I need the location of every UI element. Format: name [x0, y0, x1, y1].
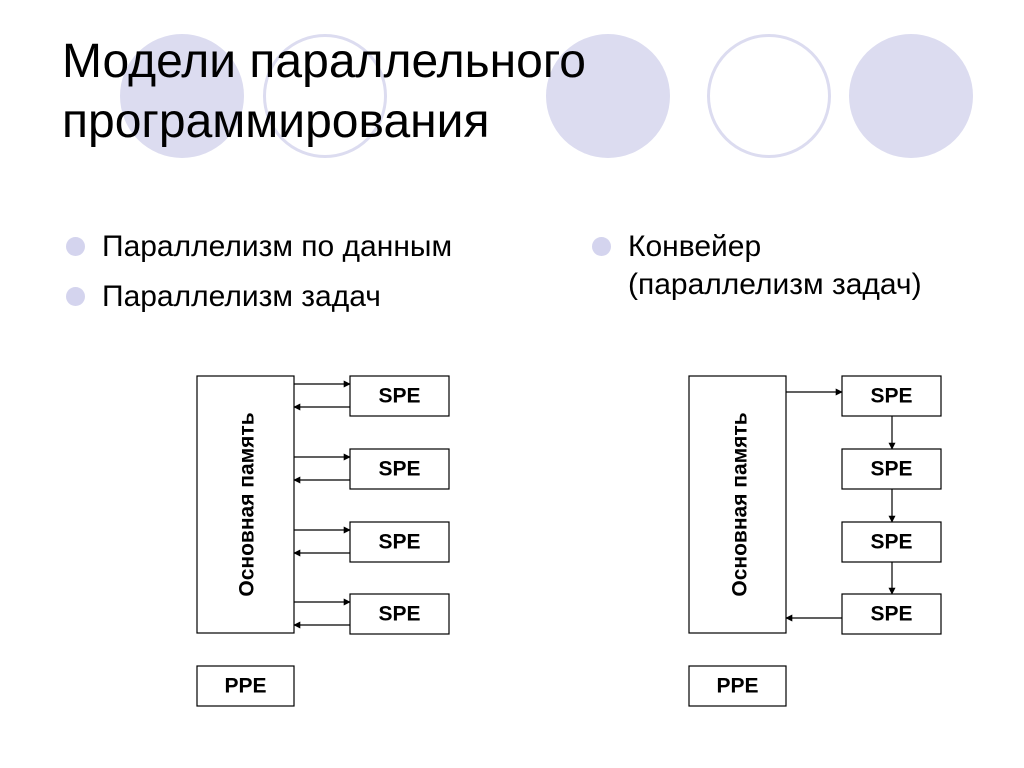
spe-box-1: SPE: [349, 375, 450, 417]
bullet-text: Параллелизм по данным: [102, 230, 453, 263]
bullet-text-line-2: (параллелизм задач): [628, 268, 922, 301]
main-memory-label: Основная память: [729, 412, 752, 596]
decor-circle-2: [263, 34, 387, 158]
pipeline-diagram: Основная память SPE SPE SPE SPE PPE: [688, 375, 942, 707]
spe-label: SPE: [378, 458, 420, 481]
decor-circle-5: [849, 34, 973, 158]
spe-box-2: SPE: [349, 448, 450, 490]
main-memory-label: Основная память: [236, 412, 259, 596]
bullet-text-line-1: Конвейер: [628, 230, 762, 263]
left-bullet-list: Параллелизм по данным Параллелизм задач: [64, 228, 452, 316]
ppe-box: PPE: [688, 665, 787, 707]
spe-label: SPE: [870, 531, 912, 554]
ppe-label: PPE: [224, 675, 266, 698]
bullet-text: Параллелизм задач: [102, 280, 381, 313]
spe-box-2: SPE: [841, 448, 942, 490]
decor-circle-3: [546, 34, 670, 158]
bullet-pipeline: Конвейер (параллелизм задач): [590, 228, 922, 304]
main-memory-box: [688, 375, 787, 634]
decor-circle-1: [120, 34, 244, 158]
title-line-1: Модели параллельного: [62, 35, 586, 88]
slide-title: Модели параллельного программирования: [62, 32, 962, 152]
spe-label: SPE: [378, 531, 420, 554]
spe-label: SPE: [870, 385, 912, 408]
spe-label: SPE: [870, 458, 912, 481]
spe-box-4: SPE: [349, 593, 450, 635]
decor-circle-4: [707, 34, 831, 158]
bullet-dot-icon: [66, 287, 85, 306]
bullet-task-parallelism: Параллелизм задач: [64, 278, 452, 316]
ppe-label: PPE: [716, 675, 758, 698]
ppe-box: PPE: [196, 665, 295, 707]
right-bullet-list: Конвейер (параллелизм задач): [590, 228, 922, 304]
bullet-data-parallelism: Параллелизм по данным: [64, 228, 452, 266]
bullet-dot-icon: [592, 237, 611, 256]
spe-box-3: SPE: [841, 521, 942, 563]
spe-label: SPE: [870, 603, 912, 626]
bullet-dot-icon: [66, 237, 85, 256]
spe-label: SPE: [378, 385, 420, 408]
title-line-2: программирования: [62, 95, 490, 148]
main-memory-box: [196, 375, 295, 634]
spe-label: SPE: [378, 603, 420, 626]
spe-box-3: SPE: [349, 521, 450, 563]
spe-box-4: SPE: [841, 593, 942, 635]
spe-box-1: SPE: [841, 375, 942, 417]
data-parallel-diagram: Основная память SPE SPE SPE SPE PPE: [196, 375, 450, 707]
